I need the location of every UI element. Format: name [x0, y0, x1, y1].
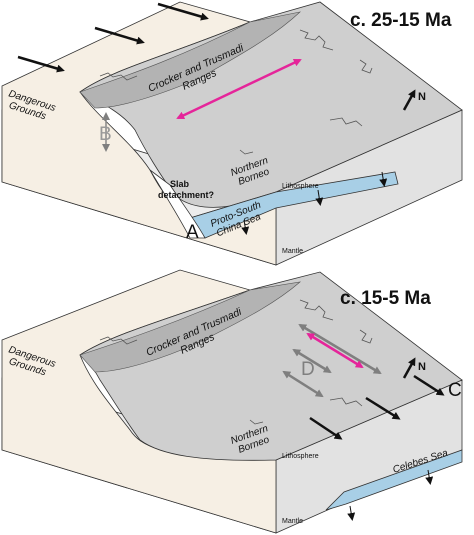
- panel-1-motion-arrow: [94, 26, 145, 45]
- panel-1-north-arrow: [402, 89, 416, 111]
- panel-1-north-label: N: [418, 91, 426, 103]
- panel-1-title: c. 25-15 Ma: [350, 10, 452, 31]
- panel-2-seafloor: [325, 449, 463, 511]
- panel-1-marker-a: A: [186, 222, 199, 243]
- panel-1-slab-wedge: [149, 169, 206, 239]
- panel-2-mantle-label: Mantle: [282, 518, 303, 525]
- panel-2-marker-c: C: [448, 380, 462, 401]
- panel-2-small-arrow: [347, 505, 356, 521]
- panel-1: c. 25-15 Ma Dangerous Grounds Crocker an…: [1, 1, 463, 266]
- panel-2-grey-arrow: [282, 370, 324, 398]
- panel-2-marker-d: D: [301, 359, 315, 380]
- panel-2-ranges: [79, 281, 301, 373]
- panel-1-coastline-2: [99, 72, 138, 81]
- panel-2-coastline-2: [99, 336, 138, 345]
- panel-2-motion-arrow: [413, 374, 445, 396]
- panel-1-small-arrow: [241, 219, 250, 235]
- panel-2-motion-arrow: [309, 416, 343, 440]
- panel-2-north-arrow: [402, 357, 416, 379]
- panel-2-north-label: N: [418, 361, 426, 373]
- panel-2: c. 15-5 Ma Dangerous Grounds Crocker and…: [1, 269, 463, 534]
- panel-2-extension-arrow: [306, 332, 364, 369]
- panel-2-motion-arrow: [365, 396, 401, 420]
- panel-1-slab-label: Slab detachment?: [158, 179, 214, 200]
- panel-2-land: [79, 271, 463, 461]
- panel-2-lithosphere-label: Lithosphere: [282, 453, 319, 460]
- panel-1-small-arrow: [379, 171, 388, 187]
- panel-2-small-arrow: [425, 469, 434, 485]
- panel-1-small-arrow: [315, 189, 324, 206]
- panel-1-motion-arrow: [17, 55, 65, 73]
- panel-1-extension-arrow: [176, 58, 302, 120]
- panel-2-title: c. 15-5 Ma: [340, 288, 431, 309]
- panel-1-coastline: [239, 29, 373, 155]
- panel-1-motion-arrow: [157, 2, 209, 21]
- panel-1-marker-b: B: [99, 124, 112, 145]
- panel-1-mantle-label: Mantle: [282, 248, 303, 255]
- panel-1-lithosphere-label: Lithosphere: [282, 183, 319, 190]
